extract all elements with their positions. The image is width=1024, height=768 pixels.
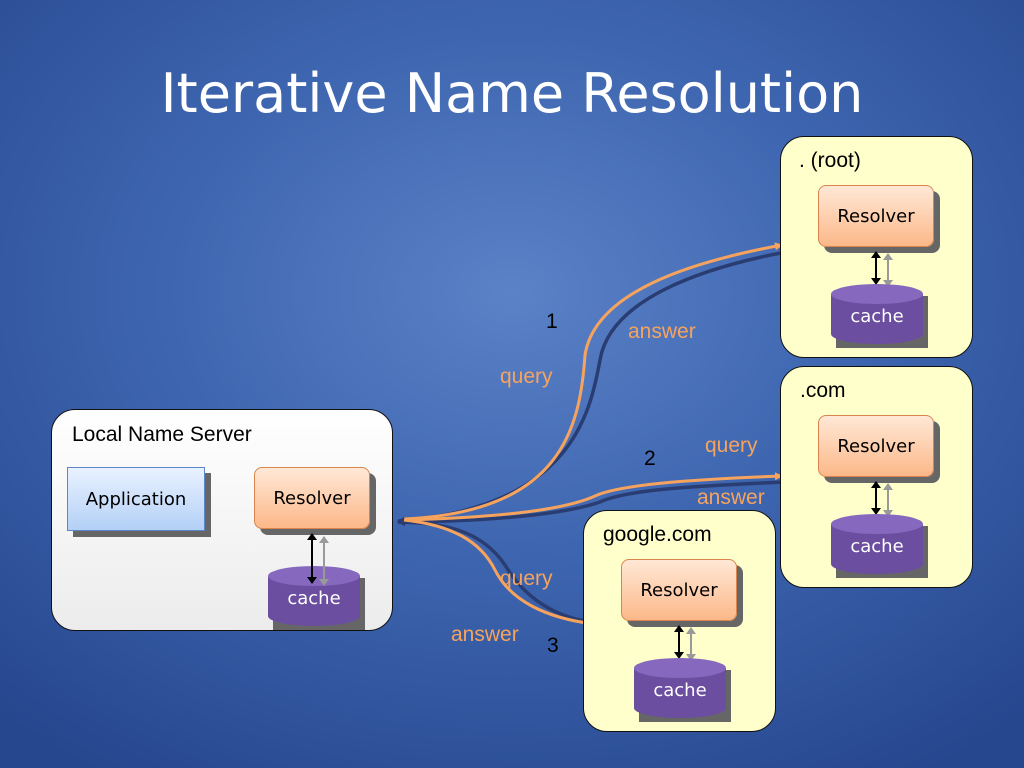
step-1-number: 1	[546, 310, 558, 333]
answer-arrow-1	[397, 250, 787, 525]
root-cache: cache	[831, 284, 928, 348]
step-1-query-label: query	[500, 365, 553, 388]
query-arrow-2	[403, 472, 783, 522]
answer-arrow-3	[397, 518, 591, 624]
com-resolver: Resolver	[818, 415, 934, 477]
root-cache-label: cache	[850, 306, 904, 327]
root-server-label: . (root)	[799, 149, 861, 172]
root-resolver-cache-link	[871, 251, 893, 287]
step-3-answer-label: answer	[451, 623, 519, 646]
step-2-query-label: query	[705, 434, 758, 457]
google-cache-label: cache	[653, 680, 707, 701]
com-resolver-cache-link	[871, 481, 893, 517]
local-resolver: Resolver	[254, 467, 370, 529]
query-arrow-1	[403, 242, 783, 521]
local-resolver-cache-link	[307, 533, 329, 586]
step-3-number: 3	[547, 634, 559, 657]
application-box: Application	[67, 467, 205, 531]
step-2-number: 2	[644, 447, 656, 470]
google-resolver: Resolver	[621, 559, 737, 621]
local-cache: cache	[268, 566, 365, 630]
com-cache-label: cache	[850, 536, 904, 557]
google-resolver-cache-link	[674, 625, 696, 661]
root-resolver: Resolver	[818, 185, 934, 247]
com-server-label: .com	[800, 379, 846, 402]
step-1-answer-label: answer	[628, 320, 696, 343]
com-cache: cache	[831, 514, 928, 578]
local-name-server-label: Local Name Server	[72, 423, 252, 446]
answer-arrow-2	[397, 480, 787, 526]
query-arrow-3	[403, 518, 595, 628]
slide-title: Iterative Name Resolution	[160, 62, 864, 125]
google-cache: cache	[634, 658, 731, 722]
local-cache-label: cache	[287, 588, 341, 609]
google-server-label: google.com	[603, 523, 712, 546]
step-2-answer-label: answer	[697, 486, 765, 509]
step-3-query-label: query	[500, 567, 553, 590]
